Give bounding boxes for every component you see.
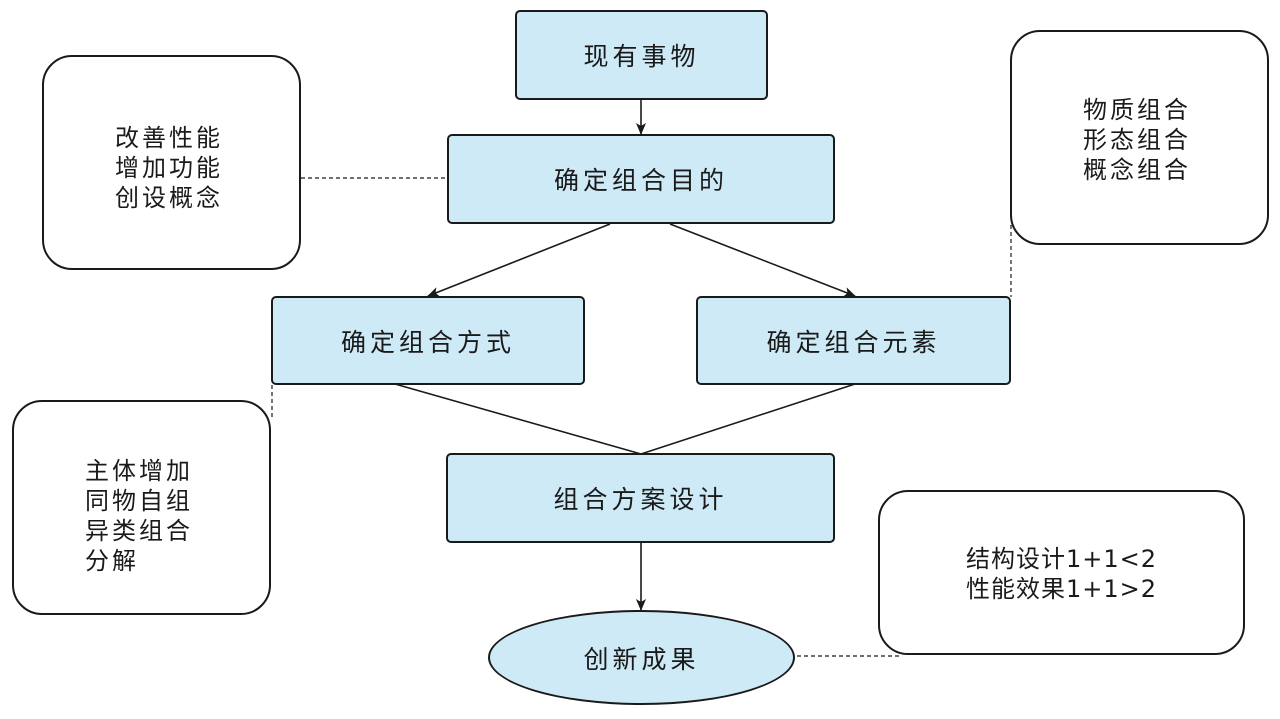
- note-result-effects: 结构设计1+1<2 性能效果1+1>2: [878, 490, 1245, 655]
- note-elements-line: 物质组合: [1083, 96, 1191, 124]
- node-existing-things: 现有事物: [515, 10, 768, 100]
- note-elements-line: 形态组合: [1083, 126, 1191, 154]
- note-method-line: 同物自组: [85, 487, 193, 515]
- note-result-line: 性能效果1+1>2: [966, 575, 1158, 603]
- node-define-method: 确定组合方式: [271, 296, 585, 385]
- note-result-line: 结构设计1+1<2: [966, 545, 1158, 573]
- node-define-elements: 确定组合元素: [696, 296, 1011, 385]
- note-method-line: 分解: [85, 547, 139, 575]
- note-goal-line: 创设概念: [115, 184, 223, 212]
- arrow-goal-to-method: [427, 223, 611, 297]
- note-element-types: 物质组合 形态组合 概念组合: [1010, 30, 1269, 245]
- note-method-line: 异类组合: [85, 517, 193, 545]
- note-goal-line: 增加功能: [115, 154, 223, 182]
- note-elements-line: 概念组合: [1083, 156, 1191, 184]
- note-goal-line: 改善性能: [115, 124, 223, 152]
- arrow-goal-to-elements: [669, 223, 856, 297]
- node-scheme-design: 组合方案设计: [446, 453, 835, 543]
- line-elements-to-design: [640, 383, 856, 455]
- line-method-to-design: [394, 383, 642, 455]
- note-method-types: 主体增加 同物自组 异类组合 分解: [12, 400, 271, 615]
- node-innovation-result: 创新成果: [488, 610, 795, 705]
- node-define-goal: 确定组合目的: [447, 134, 835, 224]
- note-method-line: 主体增加: [85, 457, 193, 485]
- note-goal-options: 改善性能 增加功能 创设概念: [42, 55, 301, 270]
